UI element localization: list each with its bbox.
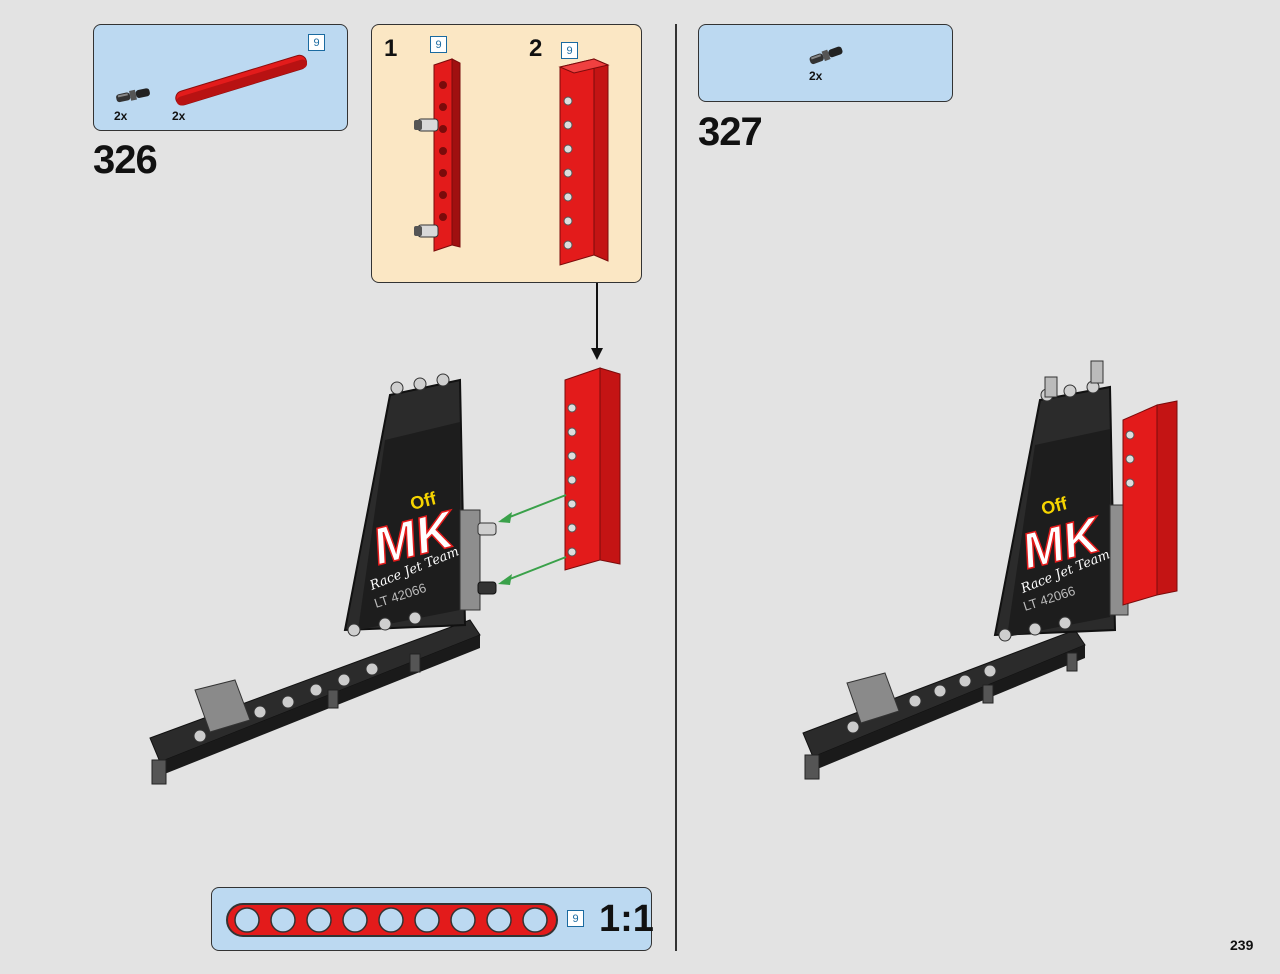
beam-qty: 2x — [172, 109, 186, 123]
column-divider — [675, 24, 677, 951]
substep-2-illustration — [558, 58, 610, 266]
parts-list-327: 2x — [698, 24, 953, 102]
pin-qty: 2x — [809, 69, 823, 83]
substep-1-illustration — [414, 58, 461, 252]
step-number-326: 326 — [93, 138, 158, 182]
step-326-model: Off MK Race Jet Team LT 42066 — [149, 367, 621, 785]
red-beam-part-icon — [175, 54, 308, 106]
scale-ruler-box: 9 1:1 — [211, 887, 654, 951]
substep-2-number: 2 — [529, 35, 543, 62]
pin-part-icon — [116, 88, 150, 103]
step-327-model: Off MK Race Jet Team LT 42066 — [802, 360, 1178, 780]
pin-part-icon — [809, 46, 843, 65]
substep-1-length-badge: 9 — [430, 36, 447, 53]
scale-label: 1:1 — [599, 898, 654, 940]
page-number: 239 — [1230, 937, 1254, 953]
step-number-327: 327 — [698, 110, 763, 154]
subassembly-box: 1 9 2 9 — [371, 24, 642, 283]
parts-list-326: 2x 2x 9 — [93, 24, 348, 131]
ruler-beam-illustration — [226, 903, 558, 937]
substep-2-length-badge: 9 — [561, 42, 578, 59]
substep-1-number: 1 — [384, 35, 398, 62]
ruler-length-badge: 9 — [567, 910, 584, 927]
pin-qty: 2x — [114, 109, 128, 123]
beam-length-badge: 9 — [308, 34, 325, 51]
